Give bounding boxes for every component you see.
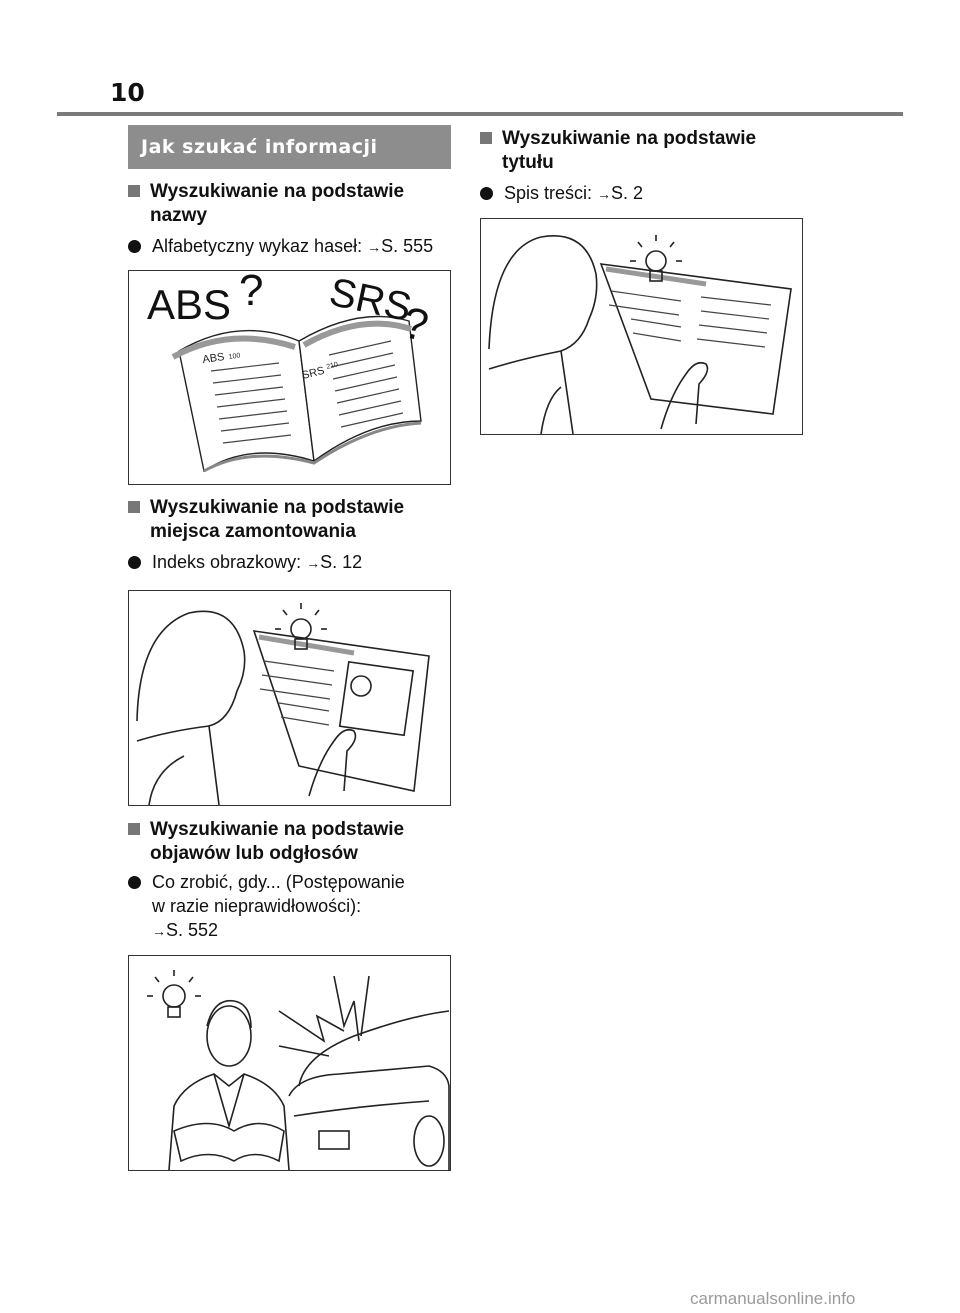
- bullet-dot-icon: [128, 556, 141, 569]
- heading-by-symptoms: Wyszukiwanie na podstawie objawów lub od…: [128, 818, 458, 866]
- bullet-alphabetical-index: Alfabetyczny wykaz haseł: →S. 555: [128, 234, 458, 259]
- page-number: 10: [110, 78, 145, 107]
- bullet-table-of-contents: Spis treści: →S. 2: [480, 181, 810, 206]
- lightning-icon: [278, 975, 370, 1057]
- page-reference[interactable]: S. 12: [320, 552, 363, 572]
- heading-line: nazwy: [150, 205, 208, 226]
- page-reference[interactable]: S. 2: [611, 183, 644, 203]
- srs-text: SRS: [326, 271, 416, 330]
- bullet-text: w razie nieprawidłowości):: [152, 896, 362, 916]
- heading-by-name: Wyszukiwanie na podstawie nazwy: [128, 180, 458, 228]
- bullet-troubleshooting: Co zrobić, gdy... (Postępowanie w razie …: [128, 870, 458, 943]
- square-bullet-icon: [128, 823, 140, 835]
- small-abs-text: ABS: [202, 351, 225, 366]
- heading-by-title: Wyszukiwanie na podstawie tytułu: [480, 127, 810, 175]
- arrow-icon: →: [367, 239, 382, 255]
- page-reference[interactable]: S. 552: [166, 920, 219, 940]
- square-bullet-icon: [480, 132, 492, 144]
- bullet-dot-icon: [480, 187, 493, 200]
- bullet-text: Indeks obrazkowy:: [152, 552, 307, 572]
- header-rule: [57, 112, 903, 116]
- heading-line: tytułu: [502, 152, 554, 173]
- bullet-text: Spis treści:: [504, 183, 598, 203]
- arrow-icon: →: [152, 923, 166, 939]
- lightbulb-icon: [147, 970, 201, 1018]
- small-srs-text: SRS: [301, 365, 326, 382]
- figure-reader-picture-index: [128, 590, 451, 806]
- heading-line: Wyszukiwanie na podstawie: [502, 128, 757, 149]
- lightbulb-icon: [630, 235, 682, 282]
- small-srs-num: 210: [326, 361, 339, 371]
- bullet-dot-icon: [128, 240, 141, 253]
- figure-car-problem: [128, 955, 451, 1171]
- heading-line: Wyszukiwanie na podstawie: [150, 497, 405, 518]
- question-mark: ?: [239, 271, 263, 315]
- heading-by-location: Wyszukiwanie na podstawie miejsca zamont…: [128, 496, 458, 544]
- arrow-icon: →: [306, 555, 321, 571]
- heading-line: objawów lub odgłosów: [150, 843, 358, 864]
- square-bullet-icon: [128, 501, 140, 513]
- small-abs-num: 100: [228, 352, 241, 361]
- reader-icon: [168, 999, 290, 1170]
- bullet-dot-icon: [128, 876, 141, 889]
- abs-label: ABS ?: [147, 271, 263, 328]
- heading-line: Wyszukiwanie na podstawie: [150, 819, 405, 840]
- bullet-picture-index: Indeks obrazkowy: →S. 12: [128, 550, 458, 575]
- watermark: carmanualsonline.info: [690, 1289, 856, 1308]
- car-icon: [288, 1010, 450, 1170]
- bullet-text: Alfabetyczny wykaz haseł:: [152, 236, 368, 256]
- lightbulb-icon: [275, 603, 327, 650]
- page-reference[interactable]: S. 555: [381, 236, 434, 256]
- abs-text: ABS: [147, 281, 231, 328]
- square-bullet-icon: [128, 185, 140, 197]
- arrow-icon: →: [597, 186, 612, 202]
- bullet-text: Co zrobić, gdy... (Postępowanie: [152, 872, 405, 892]
- heading-line: miejsca zamontowania: [150, 521, 356, 542]
- figure-reader-contents: [480, 218, 803, 435]
- heading-line: Wyszukiwanie na podstawie: [150, 181, 405, 202]
- section-title: Jak szukać informacji: [128, 125, 451, 169]
- figure-open-book: ABS ? SRS ? ABS 100 SRS 210: [128, 270, 451, 485]
